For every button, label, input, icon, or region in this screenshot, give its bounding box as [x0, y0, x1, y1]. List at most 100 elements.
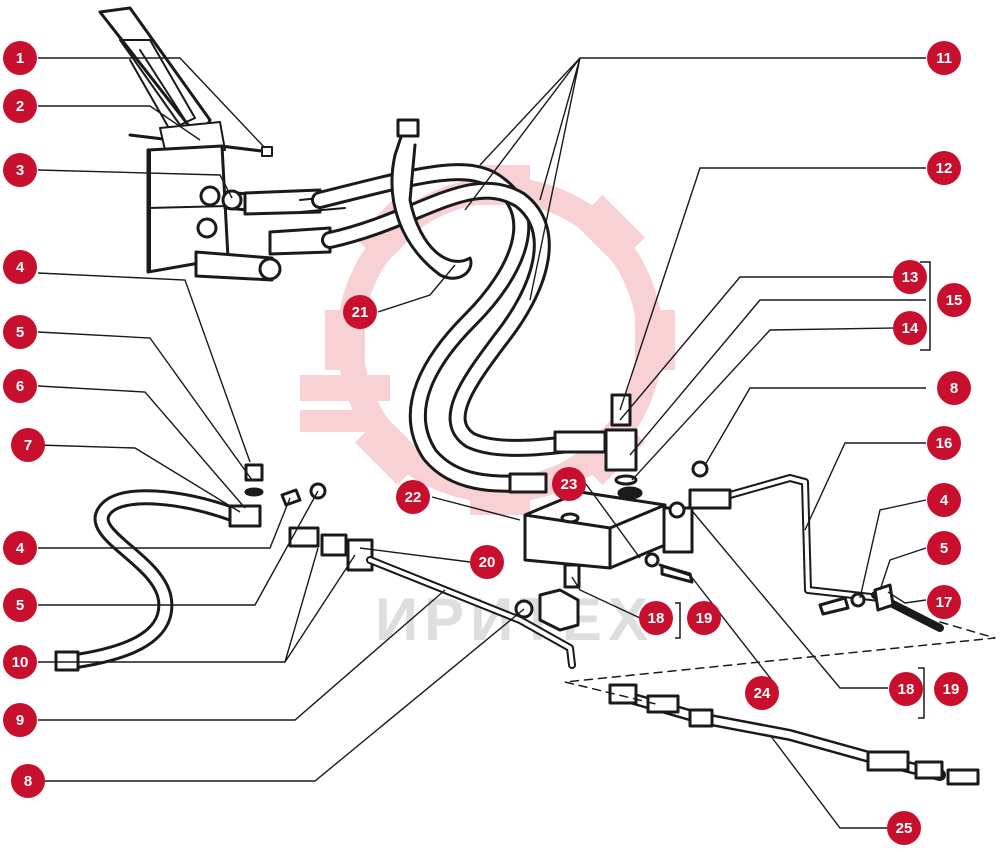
callout-c4c: 4	[927, 483, 961, 517]
callout-number: 4	[16, 259, 25, 276]
callout-number: 3	[16, 162, 24, 179]
callout-circle	[927, 151, 961, 185]
callout-number: 23	[561, 476, 578, 493]
callout-number: 18	[898, 681, 915, 698]
callout-circle	[687, 601, 721, 635]
callout-number: 4	[940, 492, 949, 509]
tee-fitting-assembly	[604, 393, 643, 500]
callout-c10: 10	[3, 645, 37, 679]
callout-circle	[927, 483, 961, 517]
callout-number: 15	[946, 292, 963, 309]
callout-circle	[552, 467, 586, 501]
callout-c11: 11	[927, 41, 961, 75]
callout-circle	[3, 703, 37, 737]
callout-number: 24	[754, 685, 771, 702]
callout-circle	[927, 41, 961, 75]
hydraulic-assembly	[54, 6, 996, 786]
callout-number: 14	[902, 320, 919, 337]
callout-markers: 1234567451098111213151481645172122232018…	[3, 41, 971, 845]
callout-circle	[887, 811, 921, 845]
callout-c3: 3	[3, 153, 37, 187]
control-valve-with-lever	[98, 6, 351, 282]
callout-c25: 25	[887, 811, 921, 845]
callout-c19b: 19	[934, 672, 968, 706]
callout-circle	[3, 588, 37, 622]
twin-hydraulic-hoses	[311, 163, 609, 494]
callout-circle	[889, 672, 923, 706]
distribution-block	[523, 490, 694, 584]
callout-number: 20	[479, 554, 496, 571]
callout-circle	[893, 311, 927, 345]
callout-c16: 16	[927, 426, 961, 460]
callout-brackets	[675, 261, 931, 719]
callout-c19a: 19	[687, 601, 721, 635]
callout-number: 8	[950, 380, 958, 397]
callout-circle	[3, 153, 37, 187]
callout-circle	[3, 315, 37, 349]
callout-circle	[937, 283, 971, 317]
callout-number: 21	[352, 304, 369, 321]
callout-c14: 14	[893, 311, 927, 345]
callout-c15: 15	[937, 283, 971, 317]
callout-c24: 24	[745, 676, 779, 710]
callout-circle	[396, 480, 430, 514]
callout-c2: 2	[3, 89, 37, 123]
callout-number: 9	[16, 712, 24, 729]
callout-circle	[3, 89, 37, 123]
bottom-hose-assembly	[608, 683, 980, 786]
callout-c18b: 18	[889, 672, 923, 706]
callout-c20: 20	[470, 545, 504, 579]
callout-circle	[11, 428, 45, 462]
callout-c8a: 8	[11, 764, 45, 798]
callout-circle	[927, 531, 961, 565]
callout-number: 17	[936, 594, 953, 611]
callout-number: 10	[12, 654, 29, 671]
callout-number: 5	[16, 597, 24, 614]
callout-number: 19	[696, 610, 713, 627]
callout-c5c: 5	[927, 531, 961, 565]
callout-circle	[343, 295, 377, 329]
callout-circle	[639, 601, 673, 635]
callout-c18a: 18	[639, 601, 673, 635]
callout-circle	[893, 260, 927, 294]
callout-circle	[927, 585, 961, 619]
callout-number: 2	[16, 98, 24, 115]
callout-circle	[3, 531, 37, 565]
callout-c6: 6	[3, 369, 37, 403]
callout-circle	[3, 250, 37, 284]
callout-number: 13	[902, 269, 919, 286]
callout-c7: 7	[11, 428, 45, 462]
callout-number: 7	[24, 437, 32, 454]
callout-circle	[3, 645, 37, 679]
callout-c12: 12	[927, 151, 961, 185]
callout-c1: 1	[3, 41, 37, 75]
callout-c23: 23	[552, 467, 586, 501]
callout-number: 11	[936, 50, 952, 67]
callout-c5b: 5	[3, 588, 37, 622]
callout-circle	[745, 676, 779, 710]
callout-number: 4	[16, 540, 25, 557]
callout-circle	[11, 764, 45, 798]
callout-c9: 9	[3, 703, 37, 737]
callout-number: 16	[936, 435, 953, 452]
callout-c8b: 8	[937, 371, 971, 405]
callout-number: 25	[896, 820, 913, 837]
callout-number: 8	[24, 773, 32, 790]
callout-circle	[934, 672, 968, 706]
callout-c4a: 4	[3, 250, 37, 284]
callout-circle	[927, 426, 961, 460]
callout-c22: 22	[396, 480, 430, 514]
callout-number: 5	[16, 324, 24, 341]
callout-number: 5	[940, 540, 948, 557]
callout-number: 12	[936, 160, 953, 177]
callout-number: 6	[16, 378, 24, 395]
hose-clamp-strap	[390, 118, 473, 280]
callout-c13: 13	[893, 260, 927, 294]
dashed-break-lines	[564, 621, 996, 706]
bolts-and-washers-left	[244, 463, 692, 577]
callout-c21: 21	[343, 295, 377, 329]
callout-circle	[937, 371, 971, 405]
callout-circle	[3, 369, 37, 403]
